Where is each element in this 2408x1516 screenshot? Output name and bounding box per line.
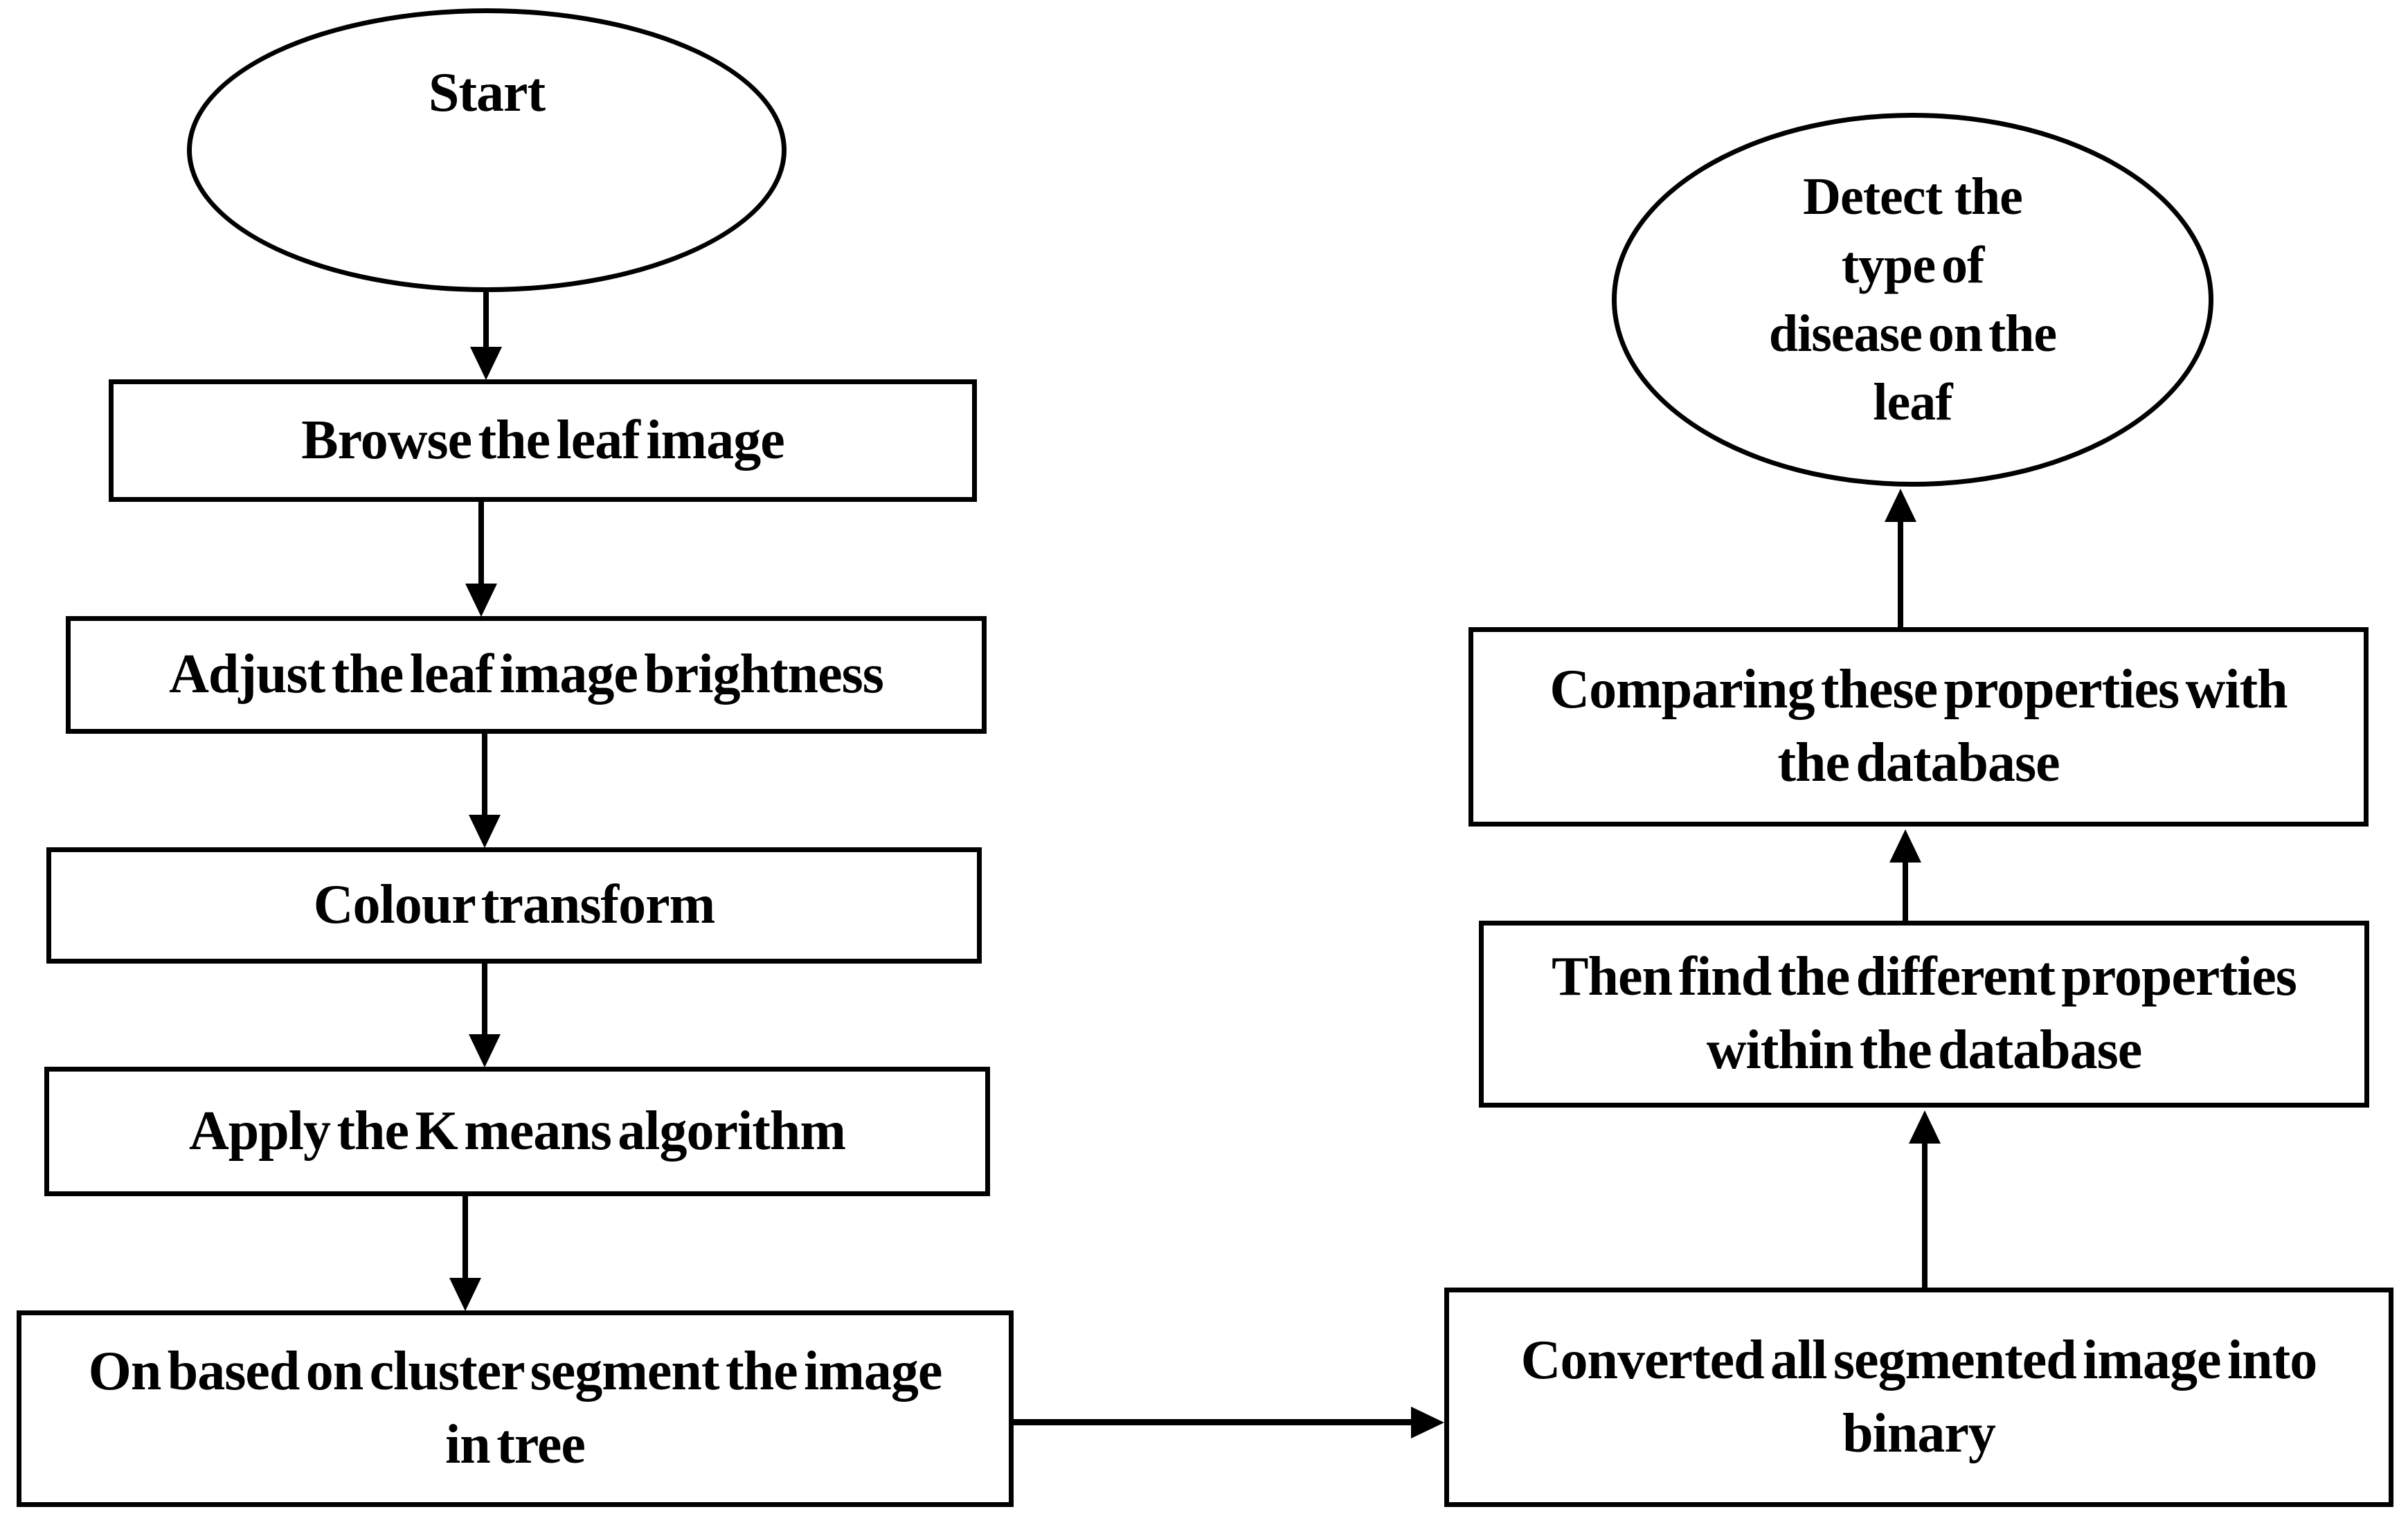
arrow-stem — [1922, 1142, 1928, 1289]
arrow-head-down-icon — [465, 584, 497, 617]
node-kmeans-label: Apply the K means algorithm — [189, 1100, 846, 1162]
node-comparing-label-line1: Comparing these properties with — [1549, 659, 2288, 721]
arrow-stem — [1903, 861, 1908, 922]
node-thenfind-label-line2: within the database — [1706, 1020, 2143, 1081]
node-cluster-label-line2: in tree — [445, 1414, 586, 1475]
node-converted-label-line1: Converted all segmented image into — [1520, 1329, 2318, 1391]
node-start: Start — [187, 8, 787, 292]
arrow-head-down-icon — [469, 1034, 501, 1067]
node-find-properties: Then find the different properties withi… — [1479, 921, 2369, 1108]
arrow-stem — [478, 501, 484, 584]
node-comparing-properties: Comparing these properties with the data… — [1468, 627, 2369, 827]
arrow-head-down-icon — [469, 815, 501, 848]
arrow-head-up-icon — [1889, 829, 1921, 863]
node-comparing-label-line2: the database — [1777, 732, 2060, 793]
arrow-stem — [483, 291, 489, 349]
node-detect-label-line2: type of — [1841, 236, 1984, 295]
node-browse-label: Browse the leaf image — [301, 409, 784, 471]
arrow-stem — [482, 963, 487, 1035]
node-cluster-segment: On based on cluster segment the image in… — [17, 1310, 1014, 1507]
arrow-head-up-icon — [1909, 1110, 1941, 1144]
arrow-stem — [482, 733, 487, 816]
arrow-head-down-icon — [470, 347, 502, 380]
arrow-head-down-icon — [449, 1278, 481, 1311]
node-cluster-label-line1: On based on cluster segment the image — [88, 1341, 943, 1402]
node-detect-label-line1: Detect the — [1803, 168, 2023, 226]
node-adjust-brightness: Adjust the leaf image brightness — [66, 616, 987, 734]
node-adjust-label: Adjust the leaf image brightness — [169, 644, 884, 705]
node-converted-binary: Converted all segmented image into binar… — [1444, 1288, 2393, 1507]
node-kmeans-algorithm: Apply the K means algorithm — [44, 1067, 990, 1196]
node-colour-label: Colour transform — [313, 874, 716, 936]
arrow-head-right-icon — [1411, 1407, 1444, 1438]
node-detect-label-line4: leaf — [1873, 372, 1952, 431]
arrow-stem — [1011, 1419, 1414, 1425]
node-detect-label-line3: disease on the — [1768, 305, 2057, 363]
arrow-head-up-icon — [1885, 489, 1916, 522]
node-thenfind-label-line1: Then find the different properties — [1552, 946, 2297, 1008]
node-converted-label-line2: binary — [1842, 1402, 1996, 1464]
node-start-label: Start — [428, 62, 546, 123]
node-detect-disease: Detect the type of disease on the leaf — [1612, 113, 2213, 487]
arrow-stem — [462, 1195, 468, 1279]
node-browse-leaf-image: Browse the leaf image — [109, 379, 977, 502]
node-colour-transform: Colour transform — [46, 847, 982, 964]
arrow-stem — [1898, 521, 1903, 629]
